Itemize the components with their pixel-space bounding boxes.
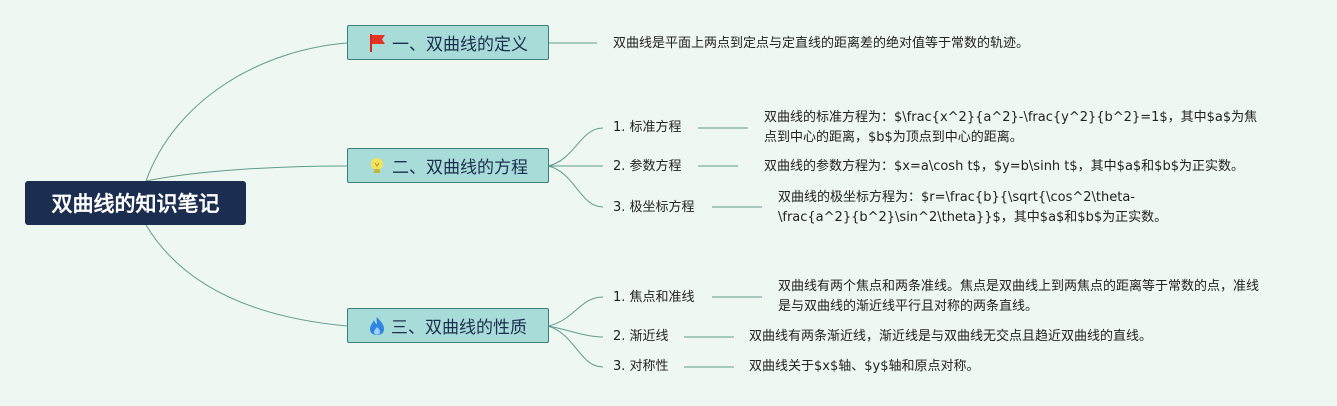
flame-icon bbox=[369, 316, 385, 336]
sub-foci-directrix[interactable]: 1. 焦点和准线 bbox=[613, 290, 695, 305]
leaf-standard-equation-note: 双曲线的标准方程为：$\frac{x^2}{a^2}-\frac{y^2}{b^… bbox=[764, 110, 1258, 145]
leaf-foci-directrix-note: 双曲线有两个焦点和两条准线。焦点是双曲线上到两焦点的距离等于常数的点，准线是与双… bbox=[778, 279, 1260, 314]
connector-branch2-sub1 bbox=[547, 127, 604, 167]
connector-root-branch1 bbox=[145, 42, 348, 182]
red-flag-icon bbox=[368, 33, 386, 53]
branch-definition[interactable]: 一、双曲线的定义 bbox=[347, 25, 549, 60]
sub-parametric-equation[interactable]: 2. 参数方程 bbox=[613, 159, 682, 174]
leaf-polar-equation-note: 双曲线的极坐标方程为：$r=\frac{b}{\sqrt{\cos^2\thet… bbox=[778, 190, 1168, 225]
branch-definition-label: 一、双曲线的定义 bbox=[392, 35, 528, 55]
connector-branch2-sub3 bbox=[547, 165, 604, 208]
leaf-definition-note: 双曲线是平面上两点到定点与定直线的距离差的绝对值等于常数的轨迹。 bbox=[613, 36, 1030, 51]
branch-properties[interactable]: 三、双曲线的性质 bbox=[347, 308, 549, 343]
connector-root-branch3 bbox=[145, 224, 348, 327]
branch-properties-label: 三、双曲线的性质 bbox=[391, 318, 527, 338]
leaf-asymptotes-note: 双曲线有两条渐近线，渐近线是与双曲线无交点且趋近双曲线的直线。 bbox=[749, 329, 1153, 344]
root-label: 双曲线的知识笔记 bbox=[51, 192, 220, 216]
branch-equations-label: 二、双曲线的方程 bbox=[392, 158, 528, 178]
sub-polar-equation[interactable]: 3. 极坐标方程 bbox=[613, 200, 695, 215]
connector-branch3-sub1 bbox=[547, 296, 604, 327]
sub-symmetry[interactable]: 3. 对称性 bbox=[613, 359, 669, 374]
connector-branch3-sub2 bbox=[547, 325, 604, 338]
branch-equations[interactable]: 二、双曲线的方程 bbox=[347, 148, 549, 183]
leaf-symmetry-note: 双曲线关于$x$轴、$y$轴和原点对称。 bbox=[749, 359, 980, 374]
connector-branch3-sub3 bbox=[547, 325, 604, 368]
sub-asymptotes[interactable]: 2. 渐近线 bbox=[613, 329, 669, 344]
root-node[interactable]: 双曲线的知识笔记 bbox=[25, 181, 246, 225]
lightbulb-icon bbox=[368, 157, 386, 175]
connector-root-branch2 bbox=[145, 165, 348, 182]
leaf-parametric-equation-note: 双曲线的参数方程为：$x=a\cosh t$，$y=b\sinh t$，其中$a… bbox=[764, 159, 1244, 174]
sub-standard-equation[interactable]: 1. 标准方程 bbox=[613, 120, 682, 135]
